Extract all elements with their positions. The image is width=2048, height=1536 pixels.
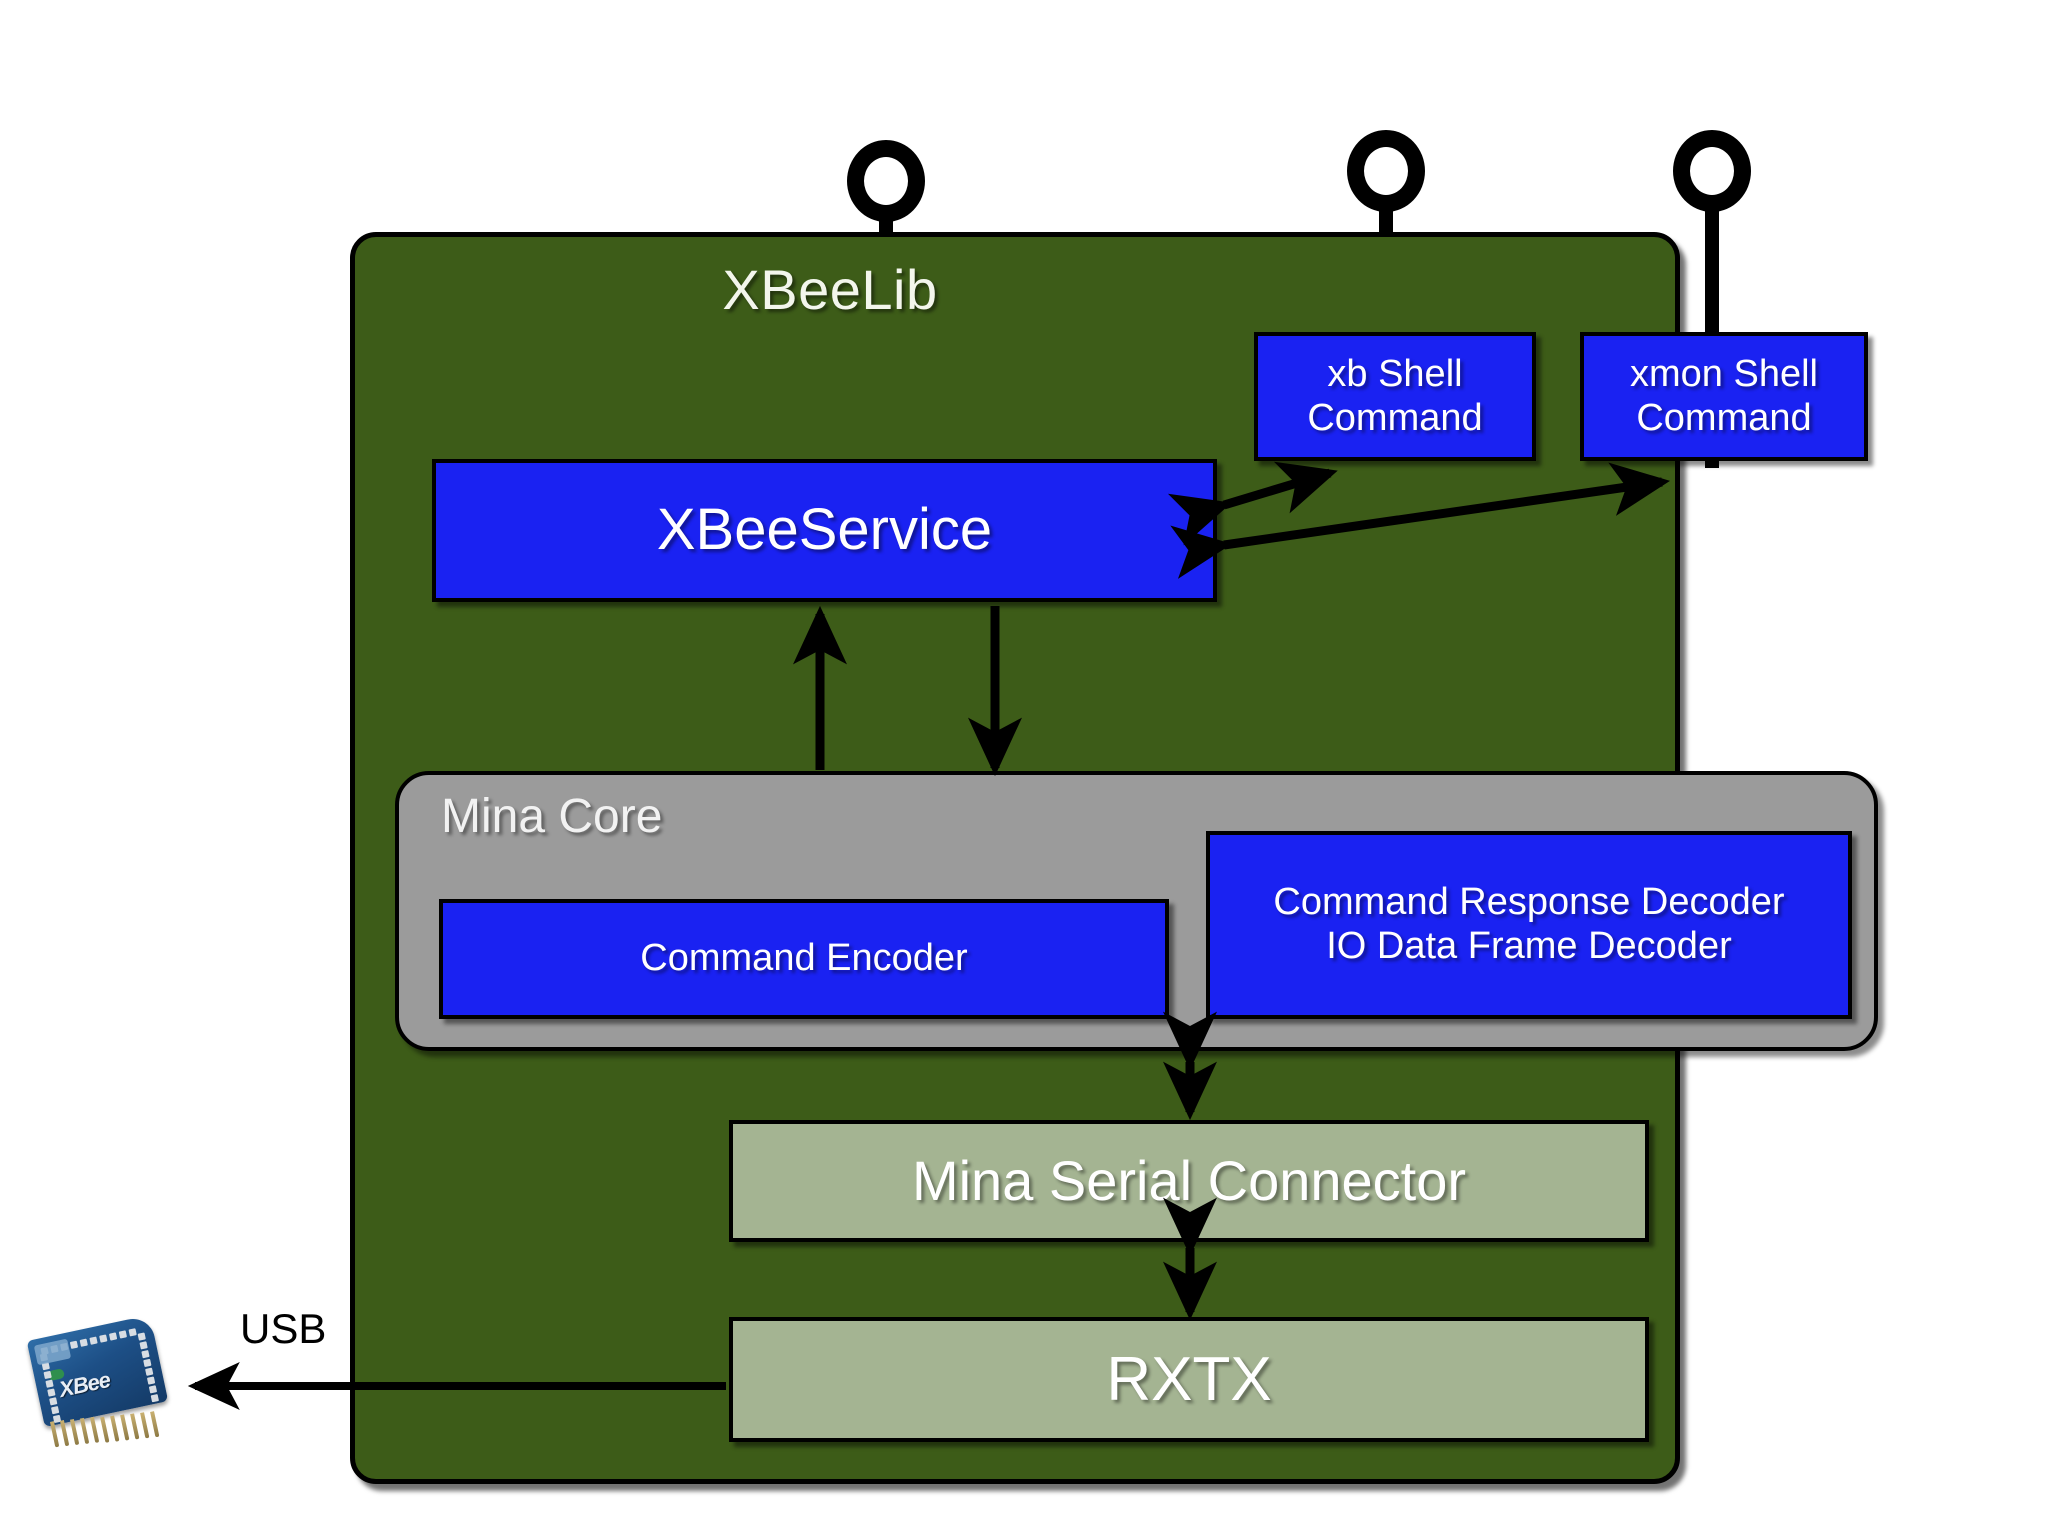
xbee-pad xyxy=(69,1340,79,1349)
usb-connection-label: USB xyxy=(240,1305,327,1352)
rxtx-label: RXTX xyxy=(1106,1344,1272,1414)
command-encoder-label: Command Encoder xyxy=(640,937,968,980)
mina-serial-connector-label: Mina Serial Connector xyxy=(911,1148,1467,1212)
xbee-pad xyxy=(40,1346,49,1356)
xbee-module-photo: XBee xyxy=(17,1304,189,1453)
xbee-pad xyxy=(141,1349,150,1359)
xbee-pad xyxy=(146,1376,156,1385)
xbee-service-label: XBeeService xyxy=(656,497,993,563)
xbee-pin xyxy=(70,1419,80,1446)
decoder-label-line2: IO Data Frame Decoder xyxy=(1326,925,1732,967)
xbee-pad xyxy=(137,1332,146,1341)
rxtx-box[interactable]: RXTX xyxy=(729,1317,1649,1442)
xbee-pad xyxy=(45,1379,54,1388)
mina-core-label: Mina Core xyxy=(441,790,663,843)
decoder-label-line1: Command Response Decoder xyxy=(1273,881,1785,924)
xbee-pad xyxy=(79,1338,88,1347)
xbee-pad xyxy=(39,1353,49,1362)
xmon-shell-label-line1: xmon Shell xyxy=(1630,352,1818,395)
xbee-pin xyxy=(150,1411,160,1438)
xbee-pad xyxy=(148,1385,158,1394)
mina-core-panel: Mina Core Command Encoder Command Respon… xyxy=(395,771,1878,1051)
xbee-pad xyxy=(43,1370,52,1380)
xmon-shell-command-box[interactable]: xmon Shell Command xyxy=(1580,332,1868,461)
xbee-pad xyxy=(139,1341,148,1350)
xbee-pin xyxy=(90,1417,100,1444)
xbee-pin xyxy=(130,1413,140,1440)
interface-ring-icon xyxy=(1347,130,1425,212)
xb-shell-label-line2: Command xyxy=(1307,396,1483,439)
page-title: XBeeLib xyxy=(722,258,938,321)
xb-shell-label-line1: xb Shell xyxy=(1327,352,1463,395)
xbee-pad xyxy=(49,1397,58,1406)
xbee-pin xyxy=(110,1415,120,1442)
xbee-pad xyxy=(41,1361,50,1371)
xbee-pad xyxy=(60,1342,69,1352)
decoder-box[interactable]: Command Response Decoder IO Data Frame D… xyxy=(1206,831,1852,1019)
interface-ring-icon xyxy=(1673,130,1751,212)
xbee-pin xyxy=(80,1418,90,1445)
mina-serial-connector-box[interactable]: Mina Serial Connector xyxy=(729,1120,1649,1242)
xbee-pad xyxy=(50,1406,60,1415)
xbee-pad xyxy=(108,1332,118,1341)
xbee-pad xyxy=(89,1336,98,1345)
xbee-pad xyxy=(118,1330,128,1339)
xbee-pad xyxy=(99,1334,108,1343)
xbee-pin xyxy=(49,1421,60,1448)
xbee-pad xyxy=(128,1328,137,1337)
xbee-pad xyxy=(47,1388,56,1397)
xb-shell-command-box[interactable]: xb Shell Command xyxy=(1254,332,1536,461)
xbee-pad xyxy=(145,1367,154,1376)
xbee-pad xyxy=(50,1344,59,1354)
xbee-service-box[interactable]: XBeeService xyxy=(432,459,1217,602)
xbee-pin xyxy=(120,1414,130,1441)
xbee-pin xyxy=(100,1416,110,1443)
xmon-shell-interface-lollipop xyxy=(1673,130,1751,468)
interface-ring-icon xyxy=(847,140,925,222)
xbee-pin xyxy=(140,1412,150,1439)
xbee-pin xyxy=(59,1420,70,1447)
xmon-shell-label-line2: Command xyxy=(1636,396,1812,439)
xbee-pad xyxy=(143,1358,152,1368)
command-encoder-box[interactable]: Command Encoder xyxy=(439,899,1169,1019)
